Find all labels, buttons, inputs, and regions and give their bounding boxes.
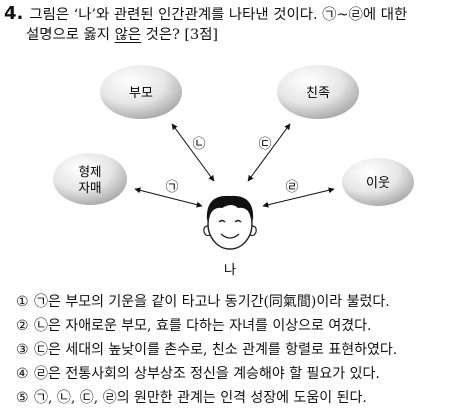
node-self-label: 나 bbox=[224, 262, 236, 277]
node-parents-label: 부모 bbox=[129, 85, 153, 100]
mark-b: ㉡ bbox=[192, 137, 205, 152]
question-stem: 4. 그림은 ‘나’와 관련된 인간관계를 나타낸 것이다. ㉠~㉣에 대한 설명… bbox=[4, 4, 456, 45]
arrow-neighbors bbox=[262, 187, 335, 208]
arrow-parents bbox=[171, 123, 215, 182]
question-text-2a: 설명으로 옳지 bbox=[26, 27, 115, 43]
person-face-icon bbox=[203, 195, 257, 250]
node-parents bbox=[100, 65, 182, 119]
mark-a: ㉠ bbox=[165, 180, 178, 195]
mark-c: ㉢ bbox=[258, 137, 271, 152]
question-number: 4. bbox=[4, 3, 24, 24]
question-text-2b: 것은? [3점] bbox=[141, 27, 219, 43]
arrow-siblings bbox=[134, 187, 203, 208]
node-neighbors-label: 이웃 bbox=[366, 175, 390, 190]
node-siblings bbox=[53, 153, 127, 205]
mark-d: ㉣ bbox=[285, 180, 298, 195]
node-relatives bbox=[277, 65, 359, 119]
node-relatives-label: 친족 bbox=[306, 85, 330, 100]
arrow-relatives bbox=[247, 123, 291, 182]
question-text-1: 그림은 ‘나’와 관련된 인간관계를 나타낸 것이다. ㉠~㉣에 대한 bbox=[29, 7, 408, 23]
question-line-2: 설명으로 옳지 않은 것은? [3점] bbox=[26, 25, 456, 45]
node-siblings-label-1: 형제 bbox=[78, 165, 101, 179]
question-line-1: 4. 그림은 ‘나’와 관련된 인간관계를 나타낸 것이다. ㉠~㉣에 대한 bbox=[4, 4, 456, 25]
node-neighbors bbox=[342, 158, 414, 206]
node-siblings-label-2: 자매 bbox=[78, 181, 101, 195]
underlined-word: 않은 bbox=[114, 27, 142, 43]
relationship-diagram: 부모 친족 형제 자매 이웃 ㉡ ㉢ ㉠ ㉣ 나 bbox=[53, 65, 414, 277]
